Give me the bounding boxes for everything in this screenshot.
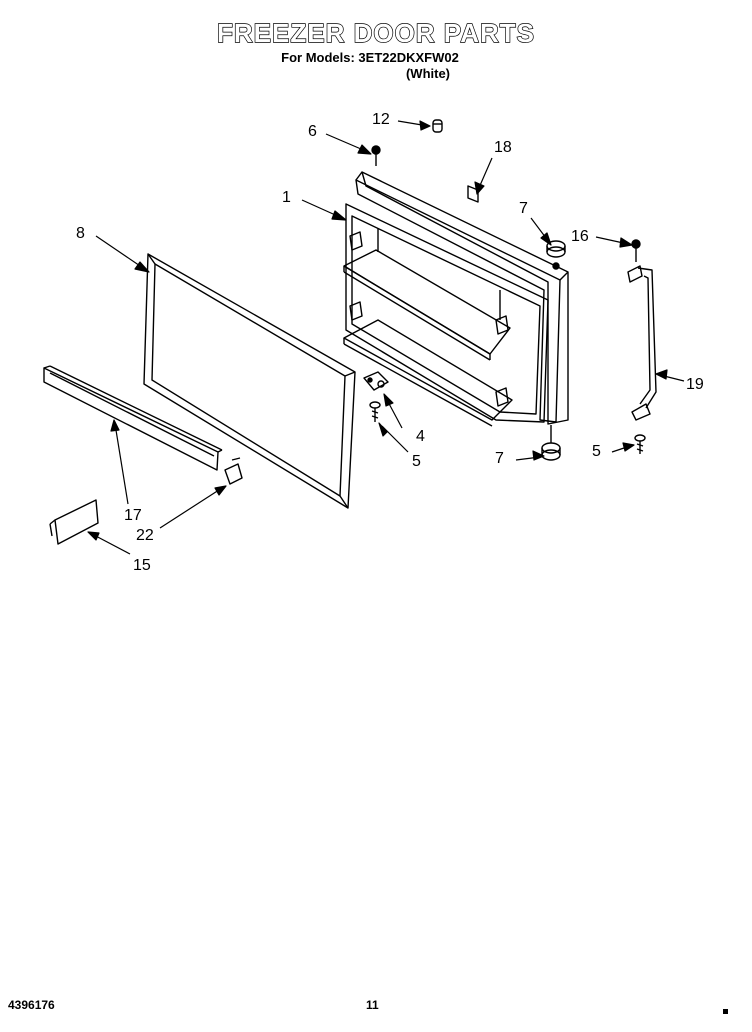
callout-19: 19 <box>686 376 704 393</box>
door-gasket-part <box>143 253 356 509</box>
corner-mark <box>723 1009 728 1014</box>
end-cap-part <box>224 457 243 485</box>
models-line: For Models: 3ET22DKXFW02 <box>281 50 459 65</box>
label-part <box>467 185 479 203</box>
callout-5-door: 5 <box>412 453 421 470</box>
top-screw-part <box>371 145 381 166</box>
callout-18: 18 <box>494 139 512 156</box>
handle-bottom-screw-part <box>634 434 646 454</box>
plate-part <box>49 499 99 545</box>
callout-7-top: 7 <box>519 200 528 217</box>
door-handle-part <box>627 265 657 421</box>
handle-top-screw-part <box>631 239 641 262</box>
callout-4: 4 <box>416 428 425 445</box>
callout-22: 22 <box>136 527 154 544</box>
callout-12: 12 <box>372 111 390 128</box>
document-number: 4396176 <box>8 998 55 1012</box>
leader-arrows <box>87 120 685 555</box>
door-screw-part <box>369 401 381 422</box>
callout-5-handle: 5 <box>592 443 601 460</box>
callout-16: 16 <box>571 228 589 245</box>
callout-1: 1 <box>282 189 291 206</box>
freezer-door-part <box>343 171 569 427</box>
callout-6: 6 <box>308 123 317 140</box>
callout-8: 8 <box>76 225 85 242</box>
door-stop-part <box>363 371 389 391</box>
callout-7-bottom: 7 <box>495 450 504 467</box>
bottom-bushing-part <box>541 425 561 461</box>
plug-part <box>432 119 443 133</box>
trim-strip-part <box>43 365 223 471</box>
top-bushing-part <box>546 240 566 270</box>
color-line: (White) <box>405 66 451 81</box>
page-title: FREEZER DOOR PARTS <box>216 17 535 48</box>
callout-17: 17 <box>124 507 142 524</box>
page-number: 11 <box>366 998 379 1012</box>
callout-15: 15 <box>133 557 151 574</box>
